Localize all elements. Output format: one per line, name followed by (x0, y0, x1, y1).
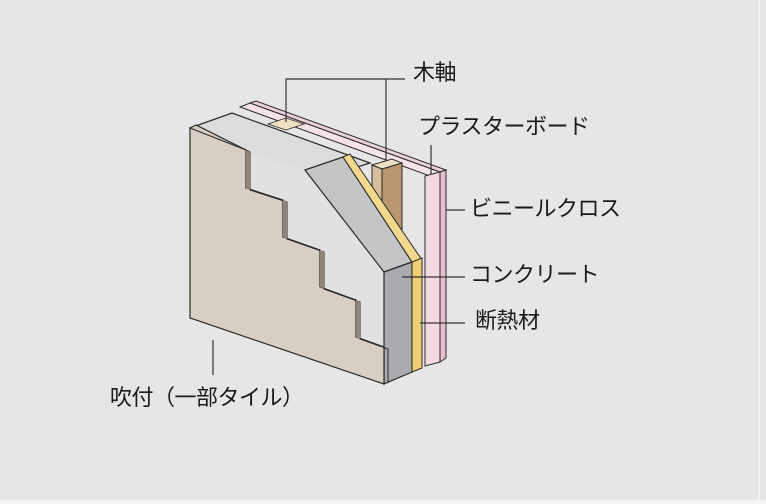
label-spray-finish: 吹付（一部タイル） (110, 386, 304, 411)
frame-edge-right (758, 0, 760, 500)
leader-wood-frame (285, 78, 405, 122)
label-concrete: コンクリート (470, 263, 600, 288)
label-wood-frame: 木軸 (413, 61, 457, 86)
insulation-layer (342, 153, 423, 373)
label-vinyl-cloth: ビニールクロス (470, 197, 621, 222)
label-plasterboard: プラスターボード (418, 115, 590, 140)
leader-lines (212, 78, 465, 375)
spray-finish-panel (189, 124, 389, 385)
frame-edge-bottom (0, 500, 766, 504)
label-insulation: 断熱材 (475, 309, 540, 334)
